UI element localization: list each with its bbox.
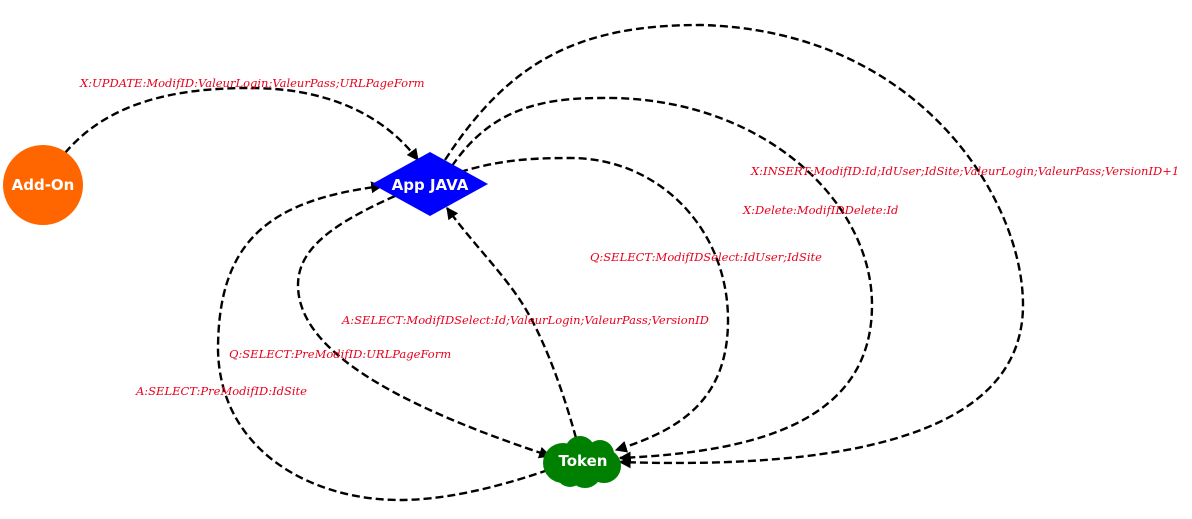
edge-label-insert: X:INSERT:ModifID:Id;IdUser;IdSite;Valeur…: [750, 164, 1179, 178]
edge-label-aselect-premodif: A:SELECT:PreModifID:IdSite: [135, 384, 307, 398]
app-java-label: App JAVA: [392, 176, 469, 194]
edge-delete-app-to-token: [451, 96, 874, 464]
node-app-java: App JAVA: [372, 152, 488, 216]
edge-qselect-premodif-app-to-token: [296, 194, 552, 459]
edge-aselect-modif-token-to-app: [446, 207, 578, 439]
edge-aselect-premodif-token-to-app: [216, 181, 549, 502]
node-token: Token: [543, 436, 621, 488]
edge-label-qselect-premodif: Q:SELECT:PreModifID:URLPageForm: [229, 347, 451, 361]
edge-label-update: X:UPDATE:ModifID:ValeurLogin;ValeurPass;…: [79, 76, 425, 90]
edge-label-qselect-modif: Q:SELECT:ModifIDSelect:IdUser;IdSite: [590, 250, 822, 264]
app-java-diamond: [372, 152, 488, 216]
token-cloud: [543, 436, 621, 488]
edge-update-addon-to-app: [64, 86, 419, 161]
edge-label-delete: X:Delete:ModifIDDelete:Id: [742, 203, 898, 217]
edge-qselect-modif-app-to-token: [459, 156, 730, 453]
addon-circle: [3, 145, 83, 225]
edge-insert-app-to-token: [443, 23, 1025, 469]
edge-label-aselect-modif: A:SELECT:ModifIDSelect:Id;ValeurLogin;Va…: [341, 313, 709, 327]
addon-label: Add-On: [12, 176, 75, 194]
token-label: Token: [559, 452, 608, 470]
node-addon: Add-On: [3, 145, 83, 225]
